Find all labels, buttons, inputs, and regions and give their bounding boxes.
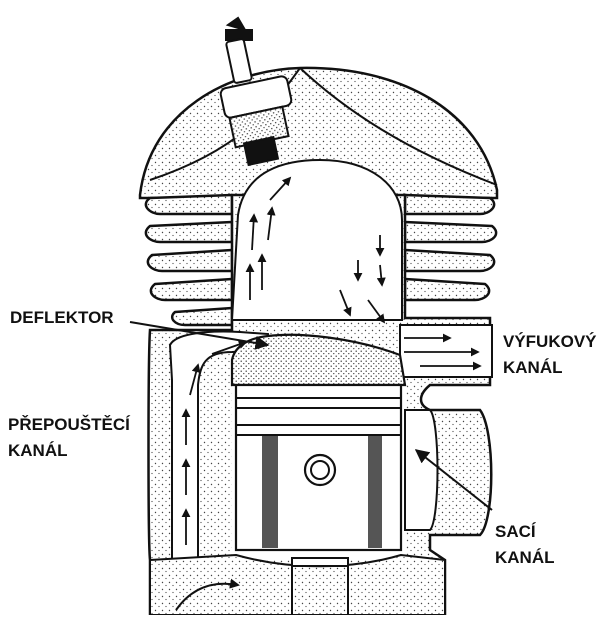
exhaust-label-line2: KANÁL	[503, 355, 597, 381]
transfer-label-line1: PŘEPOUŠTĚCÍ	[8, 412, 130, 438]
right-cooling-fins	[405, 195, 496, 300]
exhaust-label-line1: VÝFUKOVÝ	[503, 329, 597, 355]
intake-label-line2: KANÁL	[495, 545, 555, 571]
exhaust-channel-label: VÝFUKOVÝ KANÁL	[503, 329, 597, 381]
piston-shading-band	[262, 436, 278, 548]
intake-channel-label: SACÍ KANÁL	[495, 519, 555, 571]
transfer-label-line2: KANÁL	[8, 438, 130, 464]
wrist-pin-inner	[311, 461, 329, 479]
left-cooling-fins	[146, 195, 232, 325]
intake-label-line1: SACÍ	[495, 519, 555, 545]
piston-shading-band	[368, 436, 382, 548]
exhaust-port	[400, 325, 492, 377]
combustion-chamber	[232, 160, 402, 320]
deflector-label: DEFLEKTOR	[10, 305, 114, 331]
intake-channel	[405, 410, 438, 530]
deflector-label-text: DEFLEKTOR	[10, 308, 114, 327]
transfer-channel-label: PŘEPOUŠTĚCÍ KANÁL	[8, 412, 130, 464]
